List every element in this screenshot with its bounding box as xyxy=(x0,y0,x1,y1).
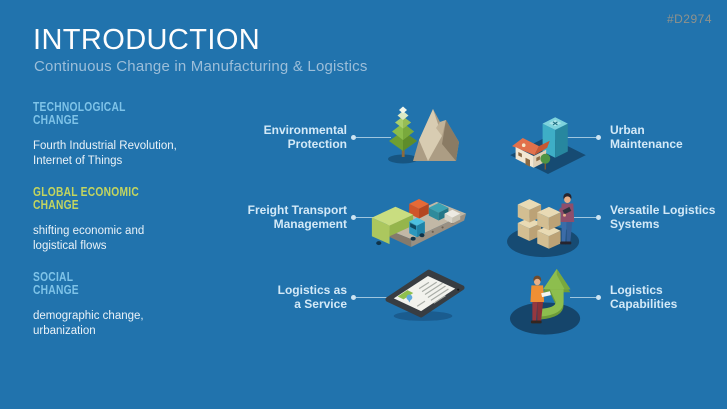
connector-dot xyxy=(351,134,356,140)
connector-dot xyxy=(596,214,601,220)
feature-label-environmental-protection: Environmental Protection xyxy=(263,123,347,151)
boxes-worker-icon xyxy=(507,193,580,258)
connector-line xyxy=(351,214,379,220)
connector-line xyxy=(566,214,601,220)
connector-line xyxy=(570,294,601,300)
page-subtitle: Continuous Change in Manufacturing & Log… xyxy=(34,58,368,75)
section-heading-social-change: SOCIAL CHANGE xyxy=(33,270,79,297)
page-title: INTRODUCTION xyxy=(33,24,261,56)
section-body-social-change: demographic change, urbanization xyxy=(33,310,144,338)
section-body-global-economic-change: shifting economic and logistical flows xyxy=(33,225,145,253)
connector-line xyxy=(351,134,391,140)
document-code: #D2974 xyxy=(666,12,712,26)
feature-label-freight-transport-management: Freight Transport Management xyxy=(247,203,347,231)
connector-dot xyxy=(351,294,356,300)
connector-line xyxy=(566,134,601,140)
connector-dot xyxy=(351,214,356,220)
feature-label-logistics-capabilities: Logistics Capabilities xyxy=(610,283,678,311)
section-heading-global-economic-change: GLOBAL ECONOMIC CHANGE xyxy=(33,185,140,212)
feature-label-urban-maintenance: Urban Maintenance xyxy=(610,123,683,151)
tree-mountain-icon xyxy=(388,106,459,164)
section-heading-technological-change: TECHNOLOGICAL CHANGE xyxy=(33,100,126,127)
cargo-ship-truck-icon xyxy=(371,198,467,248)
connector-line xyxy=(351,294,391,300)
connector-dot xyxy=(596,294,601,300)
tablet-document-icon xyxy=(385,269,465,321)
feature-label-versatile-logistics-systems: Versatile Logistics Systems xyxy=(610,203,716,231)
growth-arrow-person-icon xyxy=(509,268,581,335)
feature-label-logistics-as-a-service: Logistics as a Service xyxy=(277,283,347,311)
section-body-technological-change: Fourth Industrial Revolution, Internet o… xyxy=(33,140,177,168)
city-buildings-icon xyxy=(510,117,586,174)
connector-dot xyxy=(596,134,601,140)
